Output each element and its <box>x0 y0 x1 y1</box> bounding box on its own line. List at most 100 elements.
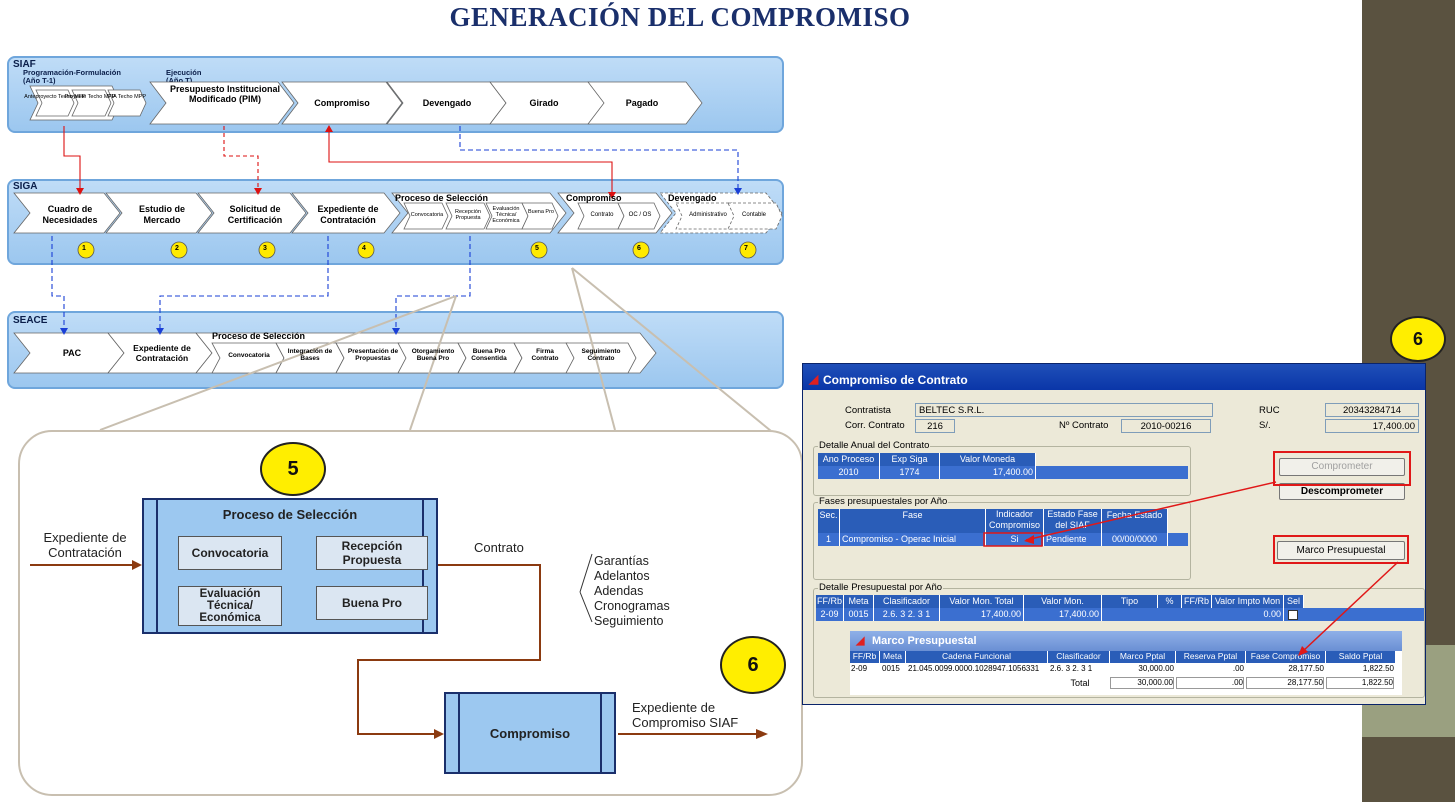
marco-header: Saldo Pptal <box>1326 651 1396 663</box>
siga-devengado-sub-1-text: Administrativo <box>689 212 727 218</box>
corr-contrato-label: Corr. Contrato <box>845 420 905 431</box>
process-diagram: Anteproyecto Techo MFP Proyecto Techo MF… <box>13 81 783 430</box>
seace-sub-2-text: Integración de Bases <box>287 348 333 362</box>
siga-proceso-sub-2 <box>445 202 491 230</box>
zoom-compromiso-box: Compromiso <box>444 692 616 774</box>
pres-header: Sel <box>1284 595 1304 608</box>
zoom-input-label: Expediente de Contratación <box>43 530 127 560</box>
nro-contrato-field[interactable]: 2010-00216 <box>1121 419 1211 433</box>
siga-proceso-sub-4-text: Buena Pro <box>528 209 554 215</box>
seace-step-expediente-text: Expediente de Contratación <box>133 343 191 363</box>
siga-compromiso-sub-2 <box>617 202 661 230</box>
fases-header: Indicador Compromiso <box>986 509 1044 533</box>
pres-header: FF/Rb <box>1182 595 1212 608</box>
table-cell: .00 <box>1232 664 1244 673</box>
marco-header: FF/Rb <box>850 651 880 663</box>
table-row[interactable] <box>818 466 1188 479</box>
table-row[interactable] <box>816 608 1424 621</box>
list-item: Garantías <box>594 554 649 568</box>
marco-presupuestal-panel: ◢ Marco Presupuestal FF/Rb Meta Cadena F… <box>850 631 1402 695</box>
comprometer-button[interactable]: Comprometer <box>1279 458 1405 476</box>
ruc-field[interactable]: 20343284714 <box>1325 403 1419 417</box>
siga-step-2 <box>105 192 213 234</box>
table-cell: Compromiso - Operac Inicial <box>840 533 986 546</box>
zoom-detail-panel: 5 6 Expediente de Contratación Proceso d… <box>18 430 803 796</box>
zoom-guides <box>99 267 772 430</box>
marco-total-cell: .00 <box>1176 677 1244 689</box>
table-cell: 00/00/0000 <box>1102 533 1168 546</box>
siaf-step-devengado-text: Devengado <box>422 98 472 108</box>
table-row[interactable] <box>818 533 1188 546</box>
detalle-anual-group: Detalle Anual del Contrato Ano Proceso E… <box>813 440 1191 496</box>
list-item: Adelantos <box>594 569 650 583</box>
siaf-prog-year: (Año T-1) <box>23 76 56 85</box>
descomprometer-button[interactable]: Descomprometer <box>1279 483 1405 500</box>
siaf-step-compromiso <box>281 81 403 125</box>
siaf-mini-3-text: PIA Techo MPP <box>108 94 146 100</box>
zoom-compromiso-text: Compromiso <box>489 726 571 741</box>
fases-title: Fases presupuestales por Año <box>818 496 949 507</box>
siga-number-3: 3 <box>263 245 267 252</box>
fases-header: Fase <box>840 509 986 533</box>
marco-header: Marco Pptal <box>1110 651 1176 663</box>
table-cell: 2.6. 3 2. 3 1 <box>1050 664 1093 673</box>
table-cell: 1 <box>818 533 840 546</box>
siga-devengado-label: Devengado <box>668 193 717 203</box>
pres-header: Valor Impto Mon <box>1212 595 1284 608</box>
svg-text:Proyecto Techo MFP: Proyecto Techo MFP <box>65 94 116 100</box>
table-cell: 2010 <box>818 466 880 479</box>
table-cell: 17,400.00 <box>1024 608 1102 621</box>
siaf-mini-1 <box>35 89 75 117</box>
marco-total-cell: 1,822.50 <box>1326 677 1394 689</box>
zoom-box-recepcion: Recepción Propuesta <box>316 536 428 570</box>
soles-field[interactable]: 17,400.00 <box>1325 419 1419 433</box>
marco-presupuestal-button[interactable]: Marco Presupuestal <box>1277 541 1405 560</box>
pres-header: FF/Rb <box>816 595 844 608</box>
siga-number-7: 7 <box>744 245 748 252</box>
table-cell: 21.045.0099.0000.1028947.1056331 <box>908 664 1040 673</box>
siga-compromiso-label: Compromiso <box>566 193 622 203</box>
siga-step-1-text: Cuadro de Necesidades <box>42 204 98 225</box>
zoom-output-label: Expediente de Compromiso SIAF <box>632 700 739 730</box>
siaf-mini-2-text: Proyecto Techo MFP <box>65 94 116 100</box>
siga-step-3-text: Solicitud de Certificación <box>227 204 283 225</box>
siga-step-4-text: Expediente de Contratación <box>317 204 379 225</box>
zoom-proceso-title: Proceso de Selección <box>222 507 358 522</box>
detalle-presupuestal-group: Detalle Presupuestal por Año FF/Rb Meta … <box>813 582 1425 698</box>
seace-sub-6-text: Firma Contrato <box>531 348 559 362</box>
contratista-label: Contratista <box>845 405 891 416</box>
contratista-field[interactable]: BELTEC S.R.L. <box>915 403 1213 417</box>
marco-header: Cadena Funcional <box>906 651 1048 663</box>
zoom-contrato-list: Garantías Adelantos Adendas Cronogramas … <box>594 554 670 629</box>
zoom-badge-5: 5 <box>260 442 326 496</box>
table-cell: 2.6. 3 2. 3 1 <box>874 608 940 621</box>
siaf-step-pagado-text: Pagado <box>625 98 659 108</box>
marco-total-label: Total <box>1070 678 1090 688</box>
siga-step-2-text: Estudio de Mercado <box>138 204 185 225</box>
list-item: Cronogramas <box>594 599 670 613</box>
siga-step-1 <box>13 192 121 234</box>
sel-checkbox[interactable] <box>1288 610 1298 620</box>
fases-group: Fases presupuestales por Año Sec. Fase I… <box>813 496 1191 580</box>
marco-total-cell: 28,177.50 <box>1246 677 1324 689</box>
seace-sub-3-text: Presentación de Propuestas <box>347 348 399 362</box>
flow-connectors <box>51 126 739 332</box>
marco-header: Reserva Pptal <box>1176 651 1246 663</box>
window-titlebar: ◢ Compromiso de Contrato <box>803 364 1425 390</box>
fases-header: Sec. <box>818 509 840 533</box>
zoom-badge-6: 6 <box>720 636 786 694</box>
detalle-anual-header: Valor Moneda <box>940 453 1036 466</box>
corr-contrato-field[interactable]: 216 <box>915 419 955 433</box>
seace-sub-7-text: Seguimiento Contrato <box>581 348 621 362</box>
compromiso-contrato-window: ◢ Compromiso de Contrato Contratista BEL… <box>802 363 1426 705</box>
table-cell: 28,177.50 <box>1288 664 1324 673</box>
marco-header: Fase Compromiso <box>1246 651 1326 663</box>
table-cell: 1774 <box>880 466 940 479</box>
zoom-proceso-box: Proceso de Selección Convocatoria Recepc… <box>142 498 438 634</box>
table-cell: 17,400.00 <box>940 466 1036 479</box>
pres-header: Valor Mon. <box>1024 595 1102 608</box>
siga-number-5: 5 <box>535 245 539 252</box>
detalle-anual-title: Detalle Anual del Contrato <box>818 440 931 451</box>
siga-compromiso-sub-1-text: Contrato <box>590 212 614 218</box>
detalle-anual-header: Ano Proceso <box>818 453 880 466</box>
